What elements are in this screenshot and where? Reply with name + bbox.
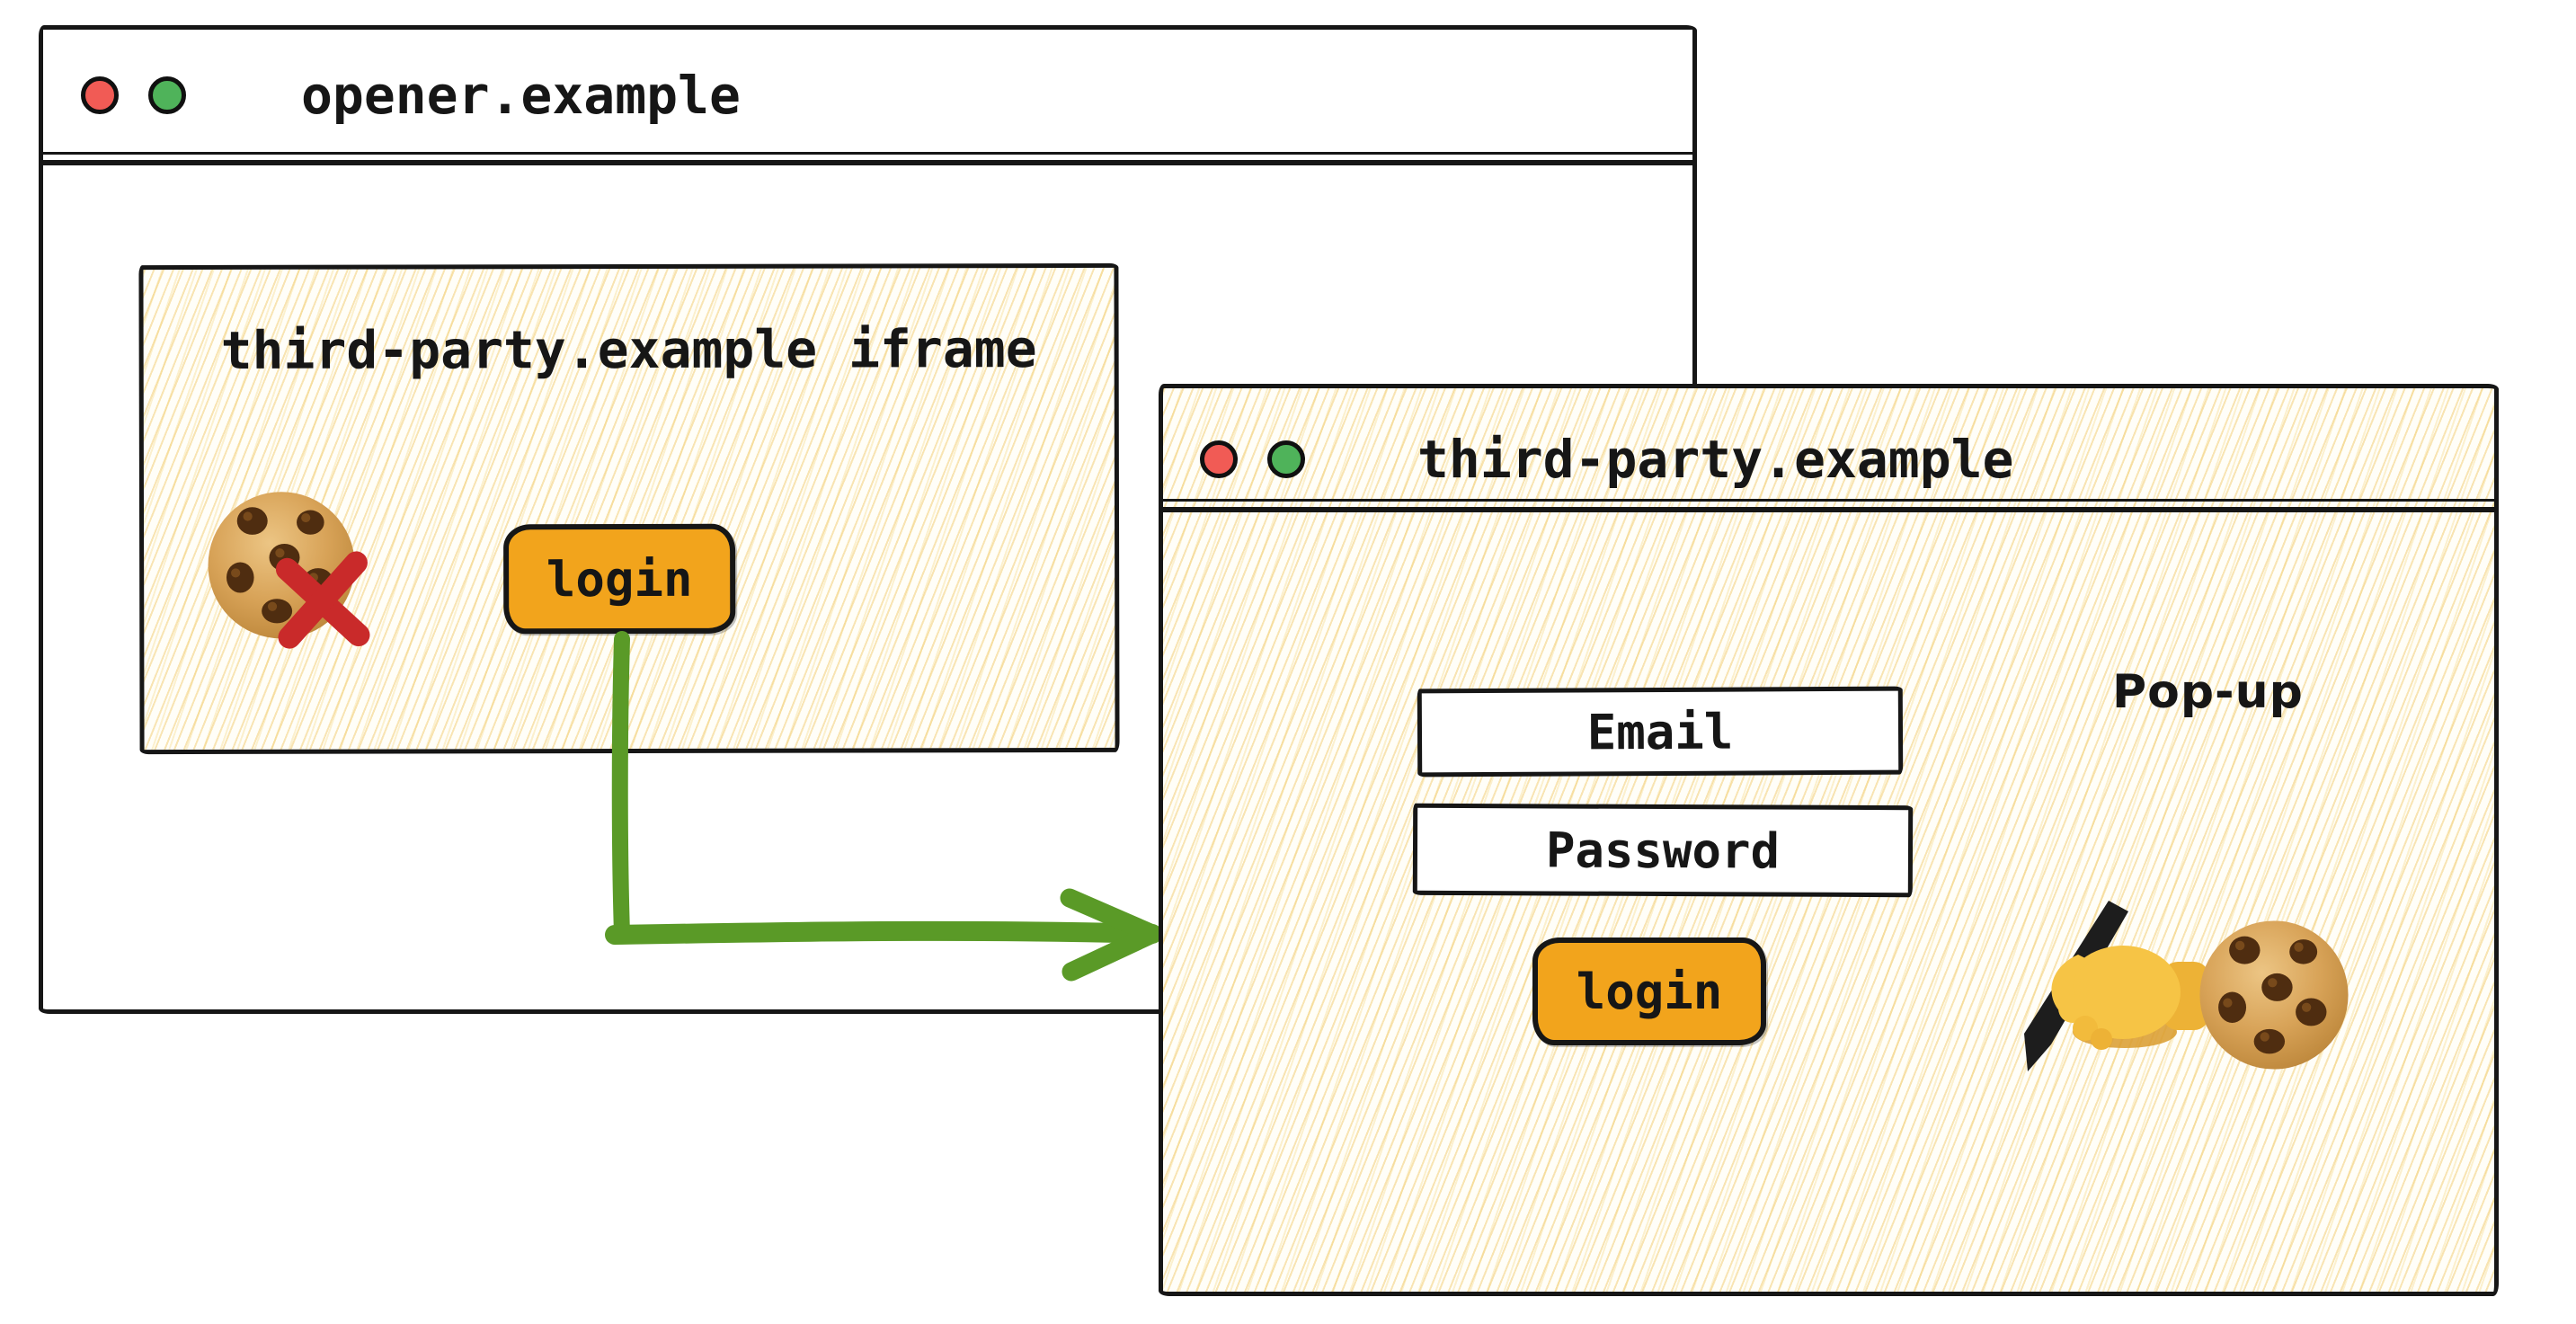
popup-window: third-party.example Pop-up Email Passwor… (1159, 384, 2499, 1296)
popup-titlebar: third-party.example (1163, 388, 2494, 512)
x-mark-icon (264, 545, 381, 653)
red-light-icon[interactable] (81, 76, 119, 114)
login-button[interactable]: login (1532, 937, 1766, 1045)
password-input-label: Password (1545, 821, 1781, 880)
email-input[interactable]: Email (1417, 686, 1904, 778)
green-light-icon[interactable] (1267, 440, 1305, 478)
flow-arrow (605, 631, 1162, 982)
login-button-label: login (546, 550, 693, 608)
email-input-label: Email (1586, 703, 1734, 760)
window-title: third-party.example (1417, 429, 2014, 490)
green-light-icon[interactable] (148, 76, 186, 114)
popup-label: Pop-up (2112, 665, 2304, 719)
login-button-label: login (1576, 963, 1723, 1020)
writing-hand-icon (2015, 901, 2211, 1080)
window-title: opener.example (301, 64, 741, 126)
login-button[interactable]: login (503, 523, 736, 635)
opener-titlebar: opener.example (43, 30, 1692, 165)
cookie-icon (2197, 918, 2351, 1072)
iframe-label: third-party.example iframe (220, 318, 1037, 381)
blocked-cookie (205, 489, 358, 642)
password-input[interactable]: Password (1412, 803, 1914, 898)
red-light-icon[interactable] (1200, 440, 1238, 478)
